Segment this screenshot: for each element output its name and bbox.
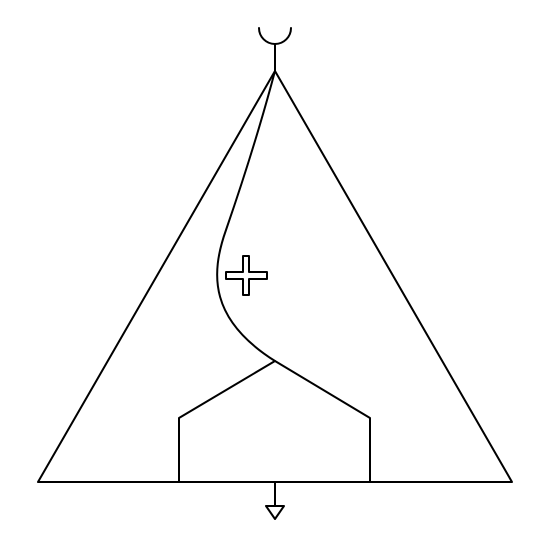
s-curve-line <box>216 70 276 362</box>
pentagon-house-outline <box>178 360 371 483</box>
ground-arrow-icon <box>265 505 285 520</box>
triangle-outline <box>37 70 513 483</box>
plus-sign-icon <box>225 255 268 296</box>
terminal-cup-icon <box>258 27 292 45</box>
